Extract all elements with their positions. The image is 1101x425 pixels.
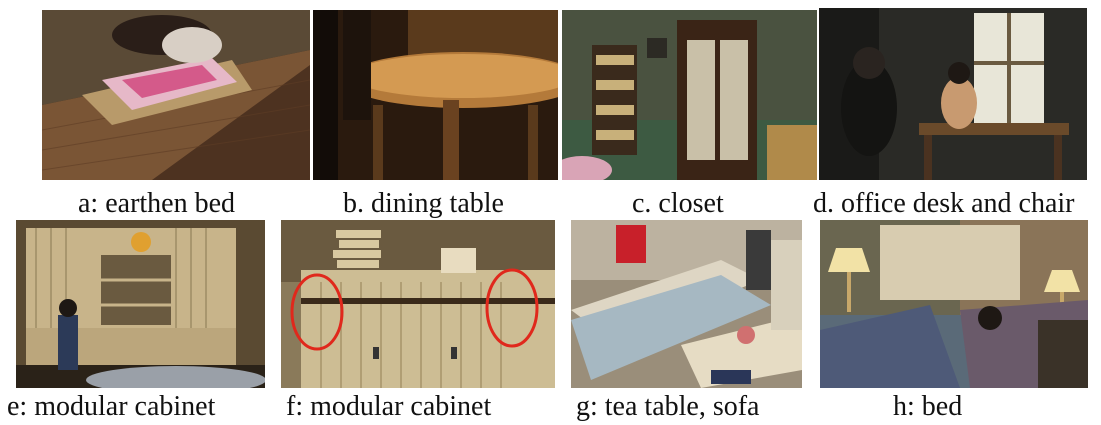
caption-e: e: modular cabinet [7,391,216,422]
caption-g: g: tea table, sofa [576,391,760,422]
caption-a: a: earthen bed [78,188,236,219]
panel-f-image [281,220,555,388]
caption-d: d. office desk and chair [813,188,1075,219]
annotation-circle-right [485,268,539,348]
panel-g-image [571,220,802,388]
panel-c-image [562,10,817,180]
caption-b: b. dining table [343,188,504,219]
panel-d-image [819,8,1087,180]
annotation-circle-left [290,273,344,351]
panel-e-image [16,220,265,388]
panel-a-image [42,10,310,180]
caption-f: f: modular cabinet [286,391,492,422]
caption-h: h: bed [893,391,963,422]
caption-c: c. closet [632,188,724,219]
panel-h-image [820,220,1088,388]
panel-b-image [313,10,558,180]
